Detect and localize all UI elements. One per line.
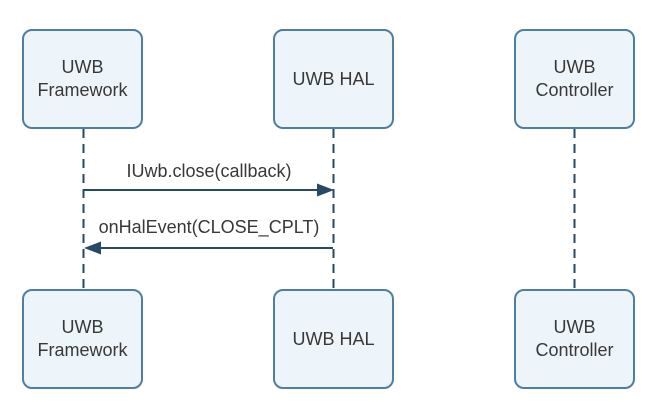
arrowhead-left-icon bbox=[84, 241, 101, 255]
actor-label-line: Controller bbox=[535, 80, 614, 100]
actor-label-line: UWB HAL bbox=[292, 328, 375, 349]
actor-box-uwb-controller-bottom: UWB Controller bbox=[514, 289, 635, 389]
actor-label-line: UWB bbox=[61, 317, 104, 337]
actor-label-line: Framework bbox=[37, 80, 128, 100]
arrowhead-right-icon bbox=[317, 183, 334, 197]
actor-box-uwb-framework-top: UWB Framework bbox=[22, 29, 143, 129]
actor-label-line: Framework bbox=[37, 340, 128, 360]
actor-label-line: UWB bbox=[553, 317, 596, 337]
actor-box-uwb-framework-bottom: UWB Framework bbox=[22, 289, 143, 389]
actor-label-line: UWB bbox=[61, 57, 104, 77]
message-label-onhalevent: onHalEvent(CLOSE_CPLT) bbox=[98, 217, 320, 237]
actor-label-line: UWB bbox=[553, 57, 596, 77]
actor-label-line: Controller bbox=[535, 340, 614, 360]
actor-box-uwb-controller-top: UWB Controller bbox=[514, 29, 635, 129]
actor-label-line: UWB HAL bbox=[292, 68, 375, 89]
message-label-iuwb-close: IUwb.close(callback) bbox=[126, 161, 292, 181]
message-arrow-onhalevent bbox=[84, 241, 333, 255]
actor-box-uwb-hal-bottom: UWB HAL bbox=[273, 289, 394, 389]
actor-box-uwb-hal-top: UWB HAL bbox=[273, 29, 394, 129]
message-arrow-iuwb-close bbox=[84, 183, 334, 197]
